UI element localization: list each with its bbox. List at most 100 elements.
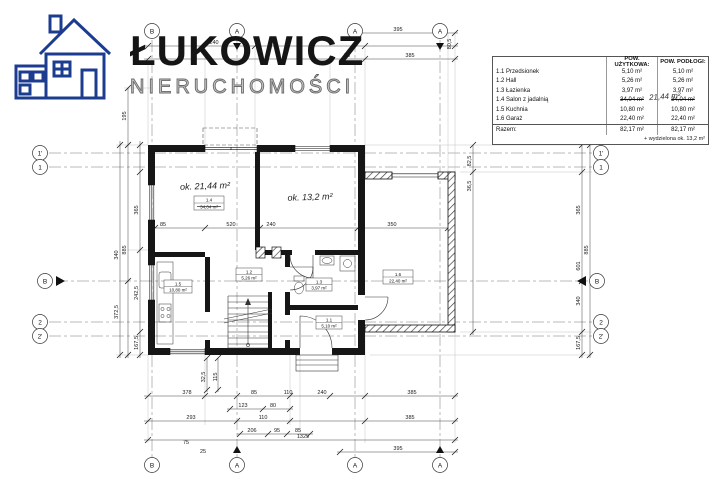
grid-label: 1 bbox=[38, 164, 42, 171]
logo: ŁUKOWICZ NIERUCHOMOŚCI bbox=[12, 6, 364, 106]
dim-label: 242,5 bbox=[134, 286, 140, 300]
dim-label: 167,5 bbox=[576, 336, 582, 350]
grid-label: B bbox=[43, 278, 47, 285]
dim-label: 240 bbox=[266, 222, 275, 228]
grid-label: A bbox=[353, 28, 358, 35]
table-row: 1.3 Łazienka 3,97 m² 3,97 m² bbox=[493, 86, 708, 96]
total-podlogi: 82,17 m² bbox=[657, 125, 708, 135]
dim-label: 167,5 bbox=[134, 336, 140, 350]
room-tag-1-4: 1.4 34,04 m² bbox=[193, 195, 225, 211]
dim-label: 75 bbox=[183, 440, 189, 446]
table-row: 1.6 Garaż 22,40 m² 22,40 m² bbox=[493, 114, 708, 124]
dim-label: 365 bbox=[134, 205, 140, 214]
dim-label: 240 bbox=[317, 390, 326, 396]
dim-label: 520 bbox=[226, 222, 235, 228]
dim-label: 1325 bbox=[297, 434, 309, 440]
table-header-empty bbox=[493, 57, 606, 67]
table-header-podlogi: POW. PODŁOGI: bbox=[657, 57, 708, 67]
dim-label: 32,5 bbox=[201, 372, 207, 383]
room-tag-area: 10,80 m² bbox=[169, 287, 187, 292]
room-note-salon: ok. 21,44 m² bbox=[180, 180, 231, 192]
room-area-uzytkowa: 5,10 m² bbox=[606, 67, 657, 77]
room-area-uzytkowa: 34,04 m² bbox=[606, 95, 657, 105]
dim-label: 25 bbox=[200, 449, 206, 455]
grid-label: A bbox=[438, 28, 443, 35]
dim-label: 82,5 bbox=[467, 156, 473, 167]
dim-label: 885 bbox=[122, 245, 128, 254]
room-tag-id: 1.6 bbox=[395, 272, 402, 277]
dim-label: 85 bbox=[295, 428, 301, 434]
room-note-room2: ok. 13,2 m² bbox=[287, 191, 333, 203]
room-area-podlogi: 5,10 m² bbox=[657, 67, 708, 77]
room-tag-1-3: 1.3 3,97 m² bbox=[305, 277, 333, 292]
grid-bubble-labels: B A A A B A A A 1' 1 B 2 2' 1' 1 B 2 2' bbox=[38, 28, 604, 469]
grid-label: A bbox=[235, 28, 240, 35]
dim-label: 110 bbox=[284, 390, 293, 396]
dimension-labels: 195 240 395 80,5 85 385 85 520 240 350 1… bbox=[114, 27, 590, 455]
room-tag-id: 1.5 bbox=[175, 281, 182, 286]
dim-label: 601 bbox=[576, 261, 582, 270]
grid-axis-lines bbox=[49, 40, 593, 457]
door-swings bbox=[289, 254, 389, 349]
room-area-uzytkowa: 10,80 m² bbox=[606, 105, 657, 115]
dim-label: 95 bbox=[274, 428, 280, 434]
dim-label: 36,5 bbox=[467, 181, 473, 192]
room-name: 1.2 Hall bbox=[496, 78, 517, 85]
dim-label: 123 bbox=[238, 403, 247, 409]
room-tag-area: 22,40 m² bbox=[389, 278, 407, 283]
table-header-row: POW. UŻYTKOWA: POW. PODŁOGI: bbox=[493, 56, 708, 68]
dim-label: 110 bbox=[259, 415, 268, 421]
section-markers bbox=[56, 43, 586, 453]
dim-label: 385 bbox=[407, 390, 416, 396]
room-name: 1.4 Salon z jadalnią bbox=[496, 97, 549, 104]
table-footnote: + wydzielona ok. 13,2 m² bbox=[644, 135, 705, 142]
garage-walls bbox=[364, 171, 456, 333]
total-uzytkowa: 82,17 m² bbox=[606, 125, 657, 135]
dim-label: 85 bbox=[251, 390, 257, 396]
dim-label: 115 bbox=[213, 373, 219, 382]
grid-bubbles bbox=[32, 23, 609, 473]
grid-label: 2 bbox=[38, 319, 42, 326]
dim-label: 195 bbox=[122, 111, 128, 120]
room-area-uzytkowa: 22,40 m² bbox=[606, 114, 657, 124]
entry-steps bbox=[295, 354, 339, 372]
dim-label: 395 bbox=[393, 27, 402, 33]
chimney-blocks bbox=[255, 246, 282, 259]
table-header-uzytkowa: POW. UŻYTKOWA: bbox=[606, 56, 657, 68]
dim-label: 385 bbox=[405, 53, 414, 59]
table-row: 1.2 Hall 5,26 m² 5,26 m² bbox=[493, 76, 708, 86]
logo-text: ŁUKOWICZ NIERUCHOMOŚCI bbox=[130, 30, 364, 99]
grid-label: A bbox=[438, 462, 443, 469]
table-row: 1.4 Salon z jadalnią 34,04 m² 34,04 m² bbox=[493, 95, 708, 105]
dim-label: 885 bbox=[584, 245, 590, 254]
dim-label: 372,5 bbox=[114, 305, 120, 319]
dim-label: 340 bbox=[576, 296, 582, 305]
room-area-podlogi: 3,97 m² bbox=[657, 86, 708, 96]
room-tag-id: 1.3 bbox=[316, 279, 323, 284]
dim-label: 85 bbox=[160, 222, 166, 228]
room-tag-1-2: 1.2 5,26 m² bbox=[235, 267, 263, 282]
grid-label: 2' bbox=[599, 333, 604, 340]
room-area-podlogi: 34,04 m² bbox=[657, 95, 708, 105]
dim-label: 350 bbox=[387, 222, 396, 228]
room-tag-id: 1.1 bbox=[326, 317, 333, 322]
dim-label: 385 bbox=[405, 415, 414, 421]
grid-label: B bbox=[150, 462, 154, 469]
area-table: POW. UŻYTKOWA: POW. PODŁOGI: 1.1 Przedsi… bbox=[492, 56, 709, 145]
total-label: Razem: bbox=[496, 126, 517, 133]
room-area-uzytkowa: 3,97 m² bbox=[606, 86, 657, 96]
kitchen-fixtures bbox=[156, 261, 174, 345]
room-area-podlogi: 5,26 m² bbox=[657, 76, 708, 86]
dim-label: 378 bbox=[182, 390, 191, 396]
logo-house-icon bbox=[14, 14, 112, 100]
dim-label: 293 bbox=[186, 415, 195, 421]
room-tag-area: 5,10 m² bbox=[321, 323, 337, 328]
grid-label: A bbox=[235, 462, 240, 469]
dim-label: 206 bbox=[247, 428, 256, 434]
room-tag-area: 34,04 m² bbox=[200, 205, 218, 210]
grid-label: 2 bbox=[599, 319, 603, 326]
grid-label: 1' bbox=[38, 150, 43, 157]
dim-label: 240 bbox=[209, 40, 218, 46]
